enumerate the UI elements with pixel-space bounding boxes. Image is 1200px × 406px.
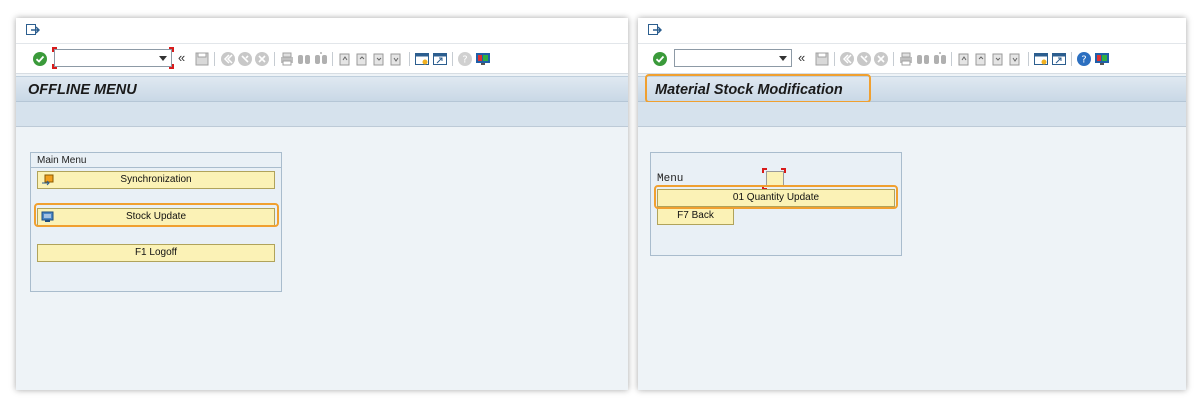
logoff-button[interactable]: F1 Logoff: [37, 244, 275, 262]
previous-page-icon[interactable]: [354, 51, 370, 67]
toolbar-separator: [1071, 52, 1072, 66]
highlight-quantity-update: [654, 185, 898, 209]
find-icon[interactable]: [915, 51, 931, 67]
quantity-update-button[interactable]: 01 Quantity Update: [657, 189, 895, 207]
quantity-update-label: 01 Quantity Update: [732, 192, 820, 203]
chevron-down-icon[interactable]: [779, 56, 787, 61]
stock-update-label: Stock Update: [125, 211, 187, 222]
logoff-label: F1 Logoff: [134, 247, 178, 258]
standard-toolbar: « ?: [638, 44, 1186, 74]
shortcut-icon[interactable]: [1051, 51, 1067, 67]
save-icon[interactable]: [814, 51, 830, 67]
find-next-icon[interactable]: [313, 51, 329, 67]
focus-corner-tr: [169, 47, 174, 52]
customize-layout-icon[interactable]: [475, 51, 491, 67]
last-page-icon[interactable]: [388, 51, 404, 67]
exit-circle-icon[interactable]: [237, 51, 253, 67]
toolbar-separator: [452, 52, 453, 66]
synchronization-button[interactable]: Synchronization: [37, 171, 275, 189]
page-title: OFFLINE MENU: [28, 82, 137, 98]
focus-corner-tr: [781, 168, 786, 173]
find-next-icon[interactable]: [932, 51, 948, 67]
back-icon[interactable]: [220, 51, 236, 67]
toolbar-separator: [214, 52, 215, 66]
svg-text:?: ?: [1081, 55, 1086, 66]
customize-layout-icon[interactable]: [1094, 51, 1110, 67]
page-title: Material Stock Modification: [655, 82, 843, 98]
cancel-icon[interactable]: [873, 51, 889, 67]
toolbar-separator: [409, 52, 410, 66]
menu-bar: [16, 18, 628, 44]
menu-bar: [638, 18, 1186, 44]
focus-corner-tl: [762, 168, 767, 173]
focus-corner-bl: [52, 64, 57, 69]
next-page-icon[interactable]: [990, 51, 1006, 67]
toolbar-separator: [834, 52, 835, 66]
command-field[interactable]: [674, 49, 792, 67]
highlight-stock-update: [34, 203, 279, 227]
application-toolbar: [16, 102, 628, 127]
application-toolbar: [638, 102, 1186, 127]
shortcut-icon[interactable]: [432, 51, 448, 67]
back-icon[interactable]: [839, 51, 855, 67]
expand-double-chevron-icon[interactable]: «: [798, 50, 806, 65]
group-divider: [31, 167, 281, 168]
toolbar-separator: [893, 52, 894, 66]
left-sap-window: « ? OFFLINE MENU Main Menu Synchronizati…: [16, 18, 628, 390]
group-title: Main Menu: [37, 155, 87, 166]
enter-check-icon[interactable]: [32, 51, 48, 67]
previous-page-icon[interactable]: [973, 51, 989, 67]
first-page-icon[interactable]: [956, 51, 972, 67]
highlight-title: [645, 74, 871, 103]
cancel-icon[interactable]: [254, 51, 270, 67]
svg-text:?: ?: [462, 55, 467, 66]
toolbar-separator: [274, 52, 275, 66]
menu-label: Menu: [657, 173, 684, 185]
synchronization-label: Synchronization: [120, 174, 192, 185]
main-menu-group: Main Menu Synchronization Stock Update F…: [30, 152, 282, 292]
back-label: F7 Back: [677, 210, 714, 221]
command-field[interactable]: [54, 49, 172, 67]
new-session-icon[interactable]: [1033, 51, 1049, 67]
screen-title-bar: OFFLINE MENU: [16, 76, 628, 102]
next-page-icon[interactable]: [371, 51, 387, 67]
print-icon[interactable]: [898, 51, 914, 67]
chevron-down-icon[interactable]: [159, 56, 167, 61]
new-session-icon[interactable]: [414, 51, 430, 67]
print-icon[interactable]: [279, 51, 295, 67]
expand-double-chevron-icon[interactable]: «: [178, 50, 186, 65]
toolbar-separator: [1028, 52, 1029, 66]
toolbar-separator: [332, 52, 333, 66]
stock-update-icon: [41, 211, 54, 222]
screen-title-bar: Material Stock Modification: [638, 76, 1186, 102]
first-page-icon[interactable]: [337, 51, 353, 67]
help-icon[interactable]: ?: [457, 51, 473, 67]
focus-corner-br: [169, 64, 174, 69]
sync-icon: [42, 174, 54, 186]
back-button[interactable]: F7 Back: [657, 207, 734, 225]
exit-icon[interactable]: [26, 24, 40, 36]
exit-circle-icon[interactable]: [856, 51, 872, 67]
toolbar-separator: [951, 52, 952, 66]
help-icon[interactable]: ?: [1076, 51, 1092, 67]
menu-group: Menu 01 Quantity Update F7 Back: [650, 152, 902, 256]
enter-check-icon[interactable]: [652, 51, 668, 67]
exit-icon[interactable]: [648, 24, 662, 36]
last-page-icon[interactable]: [1007, 51, 1023, 67]
focus-corner-tl: [52, 47, 57, 52]
find-icon[interactable]: [296, 51, 312, 67]
right-sap-window: « ? Material Stock Modification Menu 01 …: [638, 18, 1186, 390]
standard-toolbar: « ?: [16, 44, 628, 74]
save-icon[interactable]: [194, 51, 210, 67]
